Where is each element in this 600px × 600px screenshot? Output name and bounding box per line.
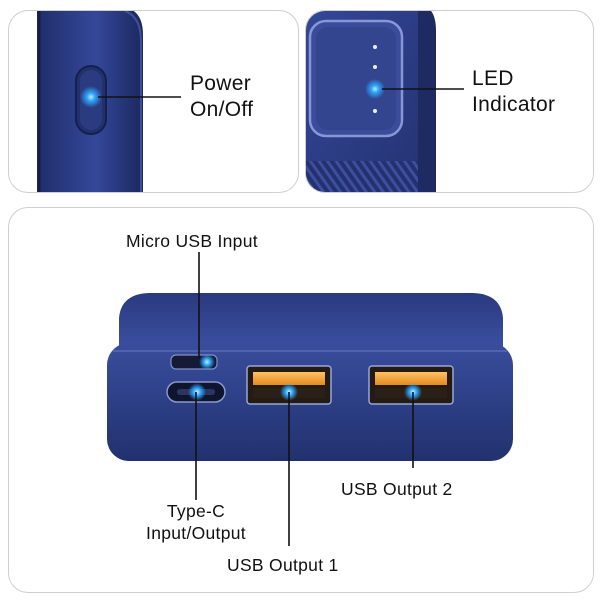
led-indicator-panel: LED Indicator xyxy=(305,10,594,193)
led-indicator-label: LED Indicator xyxy=(472,67,556,116)
power-on-off-label: Power On/Off xyxy=(190,72,254,121)
usb-output-2-label: USB Output 2 xyxy=(341,479,453,499)
power-led-glow xyxy=(80,86,102,108)
type-c-input-output-label: Type-C Input/Output xyxy=(146,501,246,543)
led-dot-3-glowing xyxy=(365,79,385,99)
led-dot-4 xyxy=(373,109,377,113)
led-dot-2 xyxy=(373,65,377,69)
ports-panel: Micro USB Input Type-C Input/Output USB … xyxy=(8,207,594,593)
power-bank-top-illustration xyxy=(306,11,464,192)
power-bank-side-illustration xyxy=(37,11,181,192)
ribbed-texture xyxy=(306,161,418,192)
power-bank-front-illustration xyxy=(107,252,513,546)
usb-output-1-label: USB Output 1 xyxy=(227,555,339,575)
led-dot-1 xyxy=(373,45,377,49)
micro-usb-input-label: Micro USB Input xyxy=(126,231,258,251)
power-button-panel: Power On/Off xyxy=(8,10,299,193)
